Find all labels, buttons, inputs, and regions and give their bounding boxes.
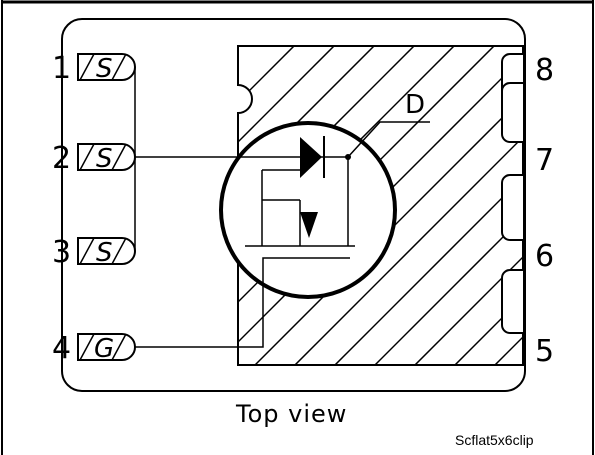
pin-7-number: 7 xyxy=(535,143,554,178)
pin-1-letter: S xyxy=(96,54,113,84)
pin-4-letter: G xyxy=(94,334,114,364)
pin-2-letter: S xyxy=(96,144,113,174)
pin-7-lead xyxy=(501,82,525,143)
body-diode-triangle xyxy=(300,137,322,178)
pin-1-number: 1 xyxy=(52,51,71,86)
caption-top-view: Top view xyxy=(235,400,347,428)
pin-6-lead xyxy=(501,174,525,241)
right-pins: 8 7 6 5 xyxy=(501,53,554,369)
schematic-circle xyxy=(219,121,397,299)
pin-8-number: 8 xyxy=(535,53,554,88)
left-pins: 1 S 2 S 3 S 4 G xyxy=(52,51,136,366)
pin-3-number: 3 xyxy=(52,235,71,270)
drain-label: D xyxy=(405,90,426,120)
source-note: Scflat5x6clip xyxy=(455,432,534,448)
gate-wire xyxy=(135,257,350,348)
pin-4-number: 4 xyxy=(52,331,71,366)
pin-5-number: 5 xyxy=(535,334,554,369)
channel-arrow xyxy=(300,212,318,238)
drain-node xyxy=(345,154,351,160)
pin-5-lead xyxy=(501,269,525,334)
pin-3-letter: S xyxy=(96,238,113,268)
pin-6-number: 6 xyxy=(535,239,554,274)
pin-2-number: 2 xyxy=(52,141,71,176)
